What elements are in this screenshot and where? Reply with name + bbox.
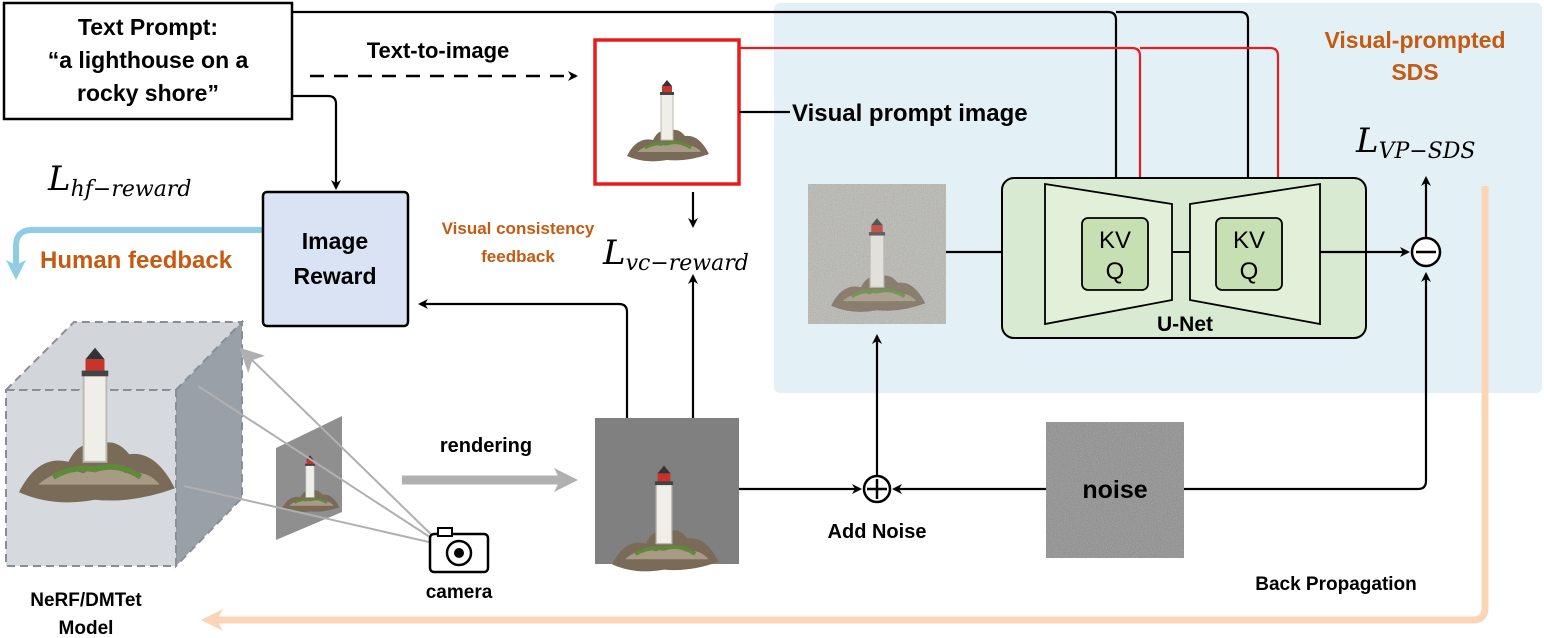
human-feedback-label: Human feedback [40,247,233,274]
kv-label-1: KV [1099,227,1131,254]
unet-label: U-Net [1157,313,1213,336]
vp-sds-title-line2: SDS [1391,59,1438,85]
render-to-reward-arrow [418,299,629,418]
visual-prompt-to-unet-red-2 [1140,46,1283,218]
model-label-line2: Model [59,618,114,638]
add-noise-operator [862,474,892,504]
loss-vp-sds: LVP−SDS [1355,121,1475,164]
minus-operator [1410,236,1442,268]
text-prompt-line1: “a lighthouse on a [48,47,249,73]
prompt-to-unet-line-1 [292,10,1121,190]
text-prompt-line2: rocky shore” [77,80,219,106]
add-noise-label: Add Noise [828,521,927,543]
kv-label-2: KV [1233,227,1265,254]
loss-hf-reward: Lhf−reward [47,159,191,202]
image-reward-box [261,190,410,328]
human-feedback-arrow [6,227,262,280]
text-prompt-box [2,1,294,121]
camera-rays [183,347,443,546]
nerf-model-cube [3,319,245,569]
text-to-image-label: Text-to-image [367,38,510,63]
visual-prompt-to-unet-red-1 [739,46,1145,218]
noise-label: noise [1082,476,1147,504]
loss-vc-reward: Lvc−reward [602,233,749,276]
visual-prompt-image-label: Visual prompt image [792,100,1028,127]
visual-consistency-line1: Visual consistency [442,219,595,238]
model-label-line1: NeRF/DMTet [30,590,142,611]
unet-attention-block-2 [1215,217,1283,291]
prompt-to-unet-line-2 [1116,10,1253,216]
noise-to-minus-arrow [1184,272,1431,491]
unet-attention-block-1 [1081,217,1149,291]
image-reward-line2: Reward [293,263,376,289]
camera-icon [428,527,490,574]
camera-label: camera [426,582,493,603]
vp-sds-title-line1: Visual-prompted [1324,27,1505,53]
back-propagation-label: Back Propagation [1255,574,1417,595]
visual-consistency-line2: feedback [481,247,555,266]
q-label-1: Q [1106,258,1125,285]
rendering-label: rendering [440,435,532,457]
back-propagation-arrow [201,186,1489,631]
prompt-to-reward-arrow [292,94,341,190]
image-reward-line1: Image [302,228,368,254]
q-label-2: Q [1240,258,1259,285]
text-prompt-title: Text Prompt: [78,14,218,40]
